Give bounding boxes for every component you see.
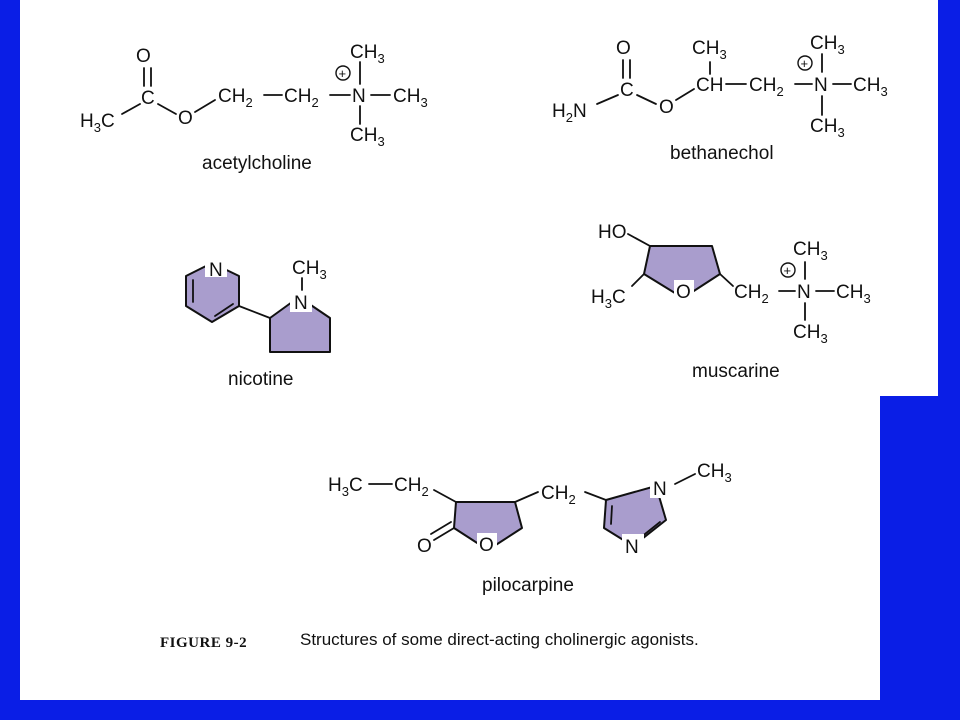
methyl-right: CH3 (393, 86, 428, 110)
ch2-group: CH2 (749, 75, 784, 99)
carbonyl-oxygen: O (136, 46, 151, 67)
methyl-bottom: CH3 (810, 116, 845, 140)
methyl-group: H3C (591, 287, 626, 311)
methyl-bottom: CH3 (350, 125, 385, 149)
tetrahydrofuran-ring (643, 245, 721, 299)
pyridine-ring (185, 262, 240, 323)
ethyl-ch2: CH2 (394, 475, 429, 499)
ester-oxygen: O (178, 108, 193, 129)
lactone-carbonyl-oxygen: O (417, 536, 432, 557)
n-methyl: CH3 (292, 258, 327, 282)
muscarine-structure: HO O H3C CH2 N + CH3 CH3 CH3 muscarine (591, 222, 871, 382)
bethanechol-structure: O C H2N O CH CH3 CH2 N + CH3 CH3 CH3 bet… (552, 33, 888, 164)
methyl-branch: CH3 (692, 38, 727, 62)
scanned-page (20, 0, 938, 700)
pilocarpine-label: pilocarpine (482, 575, 574, 596)
ring-oxygen: O (676, 282, 691, 303)
positive-charge-symbol: + (801, 56, 809, 71)
ethyl-methyl: H3C (328, 475, 363, 499)
pilocarpine-structure: H3C CH2 O O CH2 N N CH3 pilocarpine (328, 461, 732, 596)
pyridine-nitrogen: N (209, 260, 223, 281)
caption-text: Structures of some direct-acting choline… (300, 630, 699, 649)
methyl-top: CH3 (810, 33, 845, 57)
carbonyl-carbon: C (620, 80, 634, 101)
acetylcholine-label: acetylcholine (202, 153, 312, 174)
imidazole-nitrogen-3: N (625, 537, 639, 558)
ch2-group-2: CH2 (284, 86, 319, 110)
muscarine-label: muscarine (692, 361, 780, 382)
nicotine-structure: N N CH3 nicotine (185, 257, 331, 390)
ch2-group-1: CH2 (218, 86, 253, 110)
lactone-ring-oxygen: O (479, 535, 494, 556)
positive-charge-symbol: + (784, 263, 792, 278)
imidazole-ring (603, 485, 667, 547)
hydroxyl-group: HO (598, 222, 627, 243)
nicotine-label: nicotine (228, 369, 294, 390)
imidazole-nitrogen-1: N (653, 479, 667, 500)
methyl-right: CH3 (853, 75, 888, 99)
lactone-ring (453, 501, 523, 551)
ester-oxygen: O (659, 97, 674, 118)
acetylcholine-structure: O C H3C O CH2 CH2 N + CH3 CH3 CH3 acetyl… (80, 42, 428, 174)
quaternary-nitrogen: N (814, 75, 828, 96)
bethanechol-label: bethanechol (670, 143, 774, 164)
ch2-group: CH2 (734, 282, 769, 306)
n-methyl: CH3 (697, 461, 732, 485)
ch-group: CH (696, 75, 723, 96)
methyl-top: CH3 (793, 239, 828, 263)
methyl-group: H3C (80, 111, 115, 135)
methyl-top: CH3 (350, 42, 385, 66)
right-blue-block (880, 396, 960, 720)
pyrrolidine-nitrogen: N (294, 293, 308, 314)
figure-label: FIGURE 9-2 (160, 635, 247, 651)
methyl-right: CH3 (836, 282, 871, 306)
carbonyl-oxygen: O (616, 38, 631, 59)
amino-group: H2N (552, 101, 587, 125)
carbonyl-carbon: C (141, 88, 155, 109)
methyl-bottom: CH3 (793, 322, 828, 346)
pyrrolidine-ring (269, 296, 331, 353)
quaternary-nitrogen: N (797, 282, 811, 303)
quaternary-nitrogen: N (352, 86, 366, 107)
positive-charge-symbol: + (339, 66, 347, 81)
bridge-ch2: CH2 (541, 483, 576, 507)
figure-caption: FIGURE 9-2 Structures of some direct-act… (160, 630, 699, 651)
